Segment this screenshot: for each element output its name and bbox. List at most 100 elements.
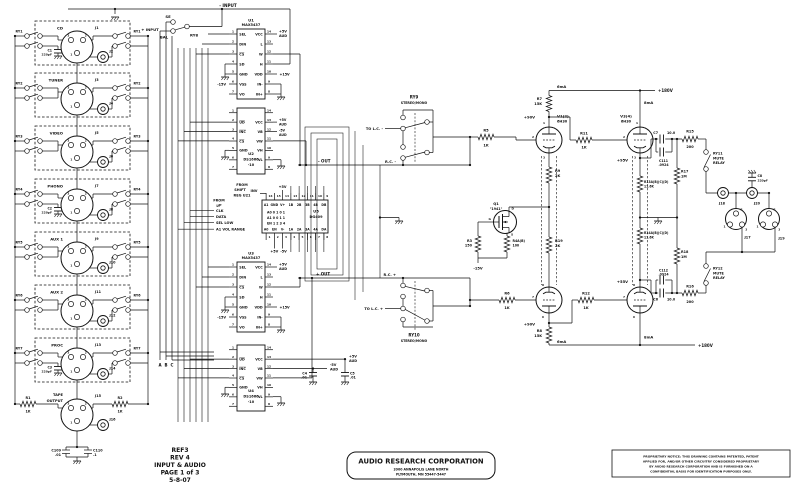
contact <box>100 212 106 218</box>
inputs-7-rlv: 1K <box>26 410 31 414</box>
contact <box>125 191 131 197</box>
wire <box>654 220 657 225</box>
inputs-1-relay: RY2 <box>15 82 22 86</box>
chips-u3-right-6-l: IN+ <box>256 325 263 329</box>
labels-tp8: 8 <box>542 283 544 287</box>
wire <box>656 220 660 225</box>
chips-u4-right-0-n: 14 <box>267 345 271 349</box>
labels-aud_u2a: AUD <box>279 122 287 126</box>
contact <box>184 23 190 30</box>
chips-u1-right-5-n: 9 <box>268 80 270 84</box>
chips-u5-top-2-n: 14 <box>285 194 289 198</box>
wire <box>277 402 280 407</box>
title_block-addr1: 3900 ANNAPOLIS LANE NORTH <box>394 468 449 472</box>
contact <box>37 307 43 313</box>
labels-inv: INV <box>251 189 258 193</box>
labels-n15_u1: -15V <box>217 83 226 87</box>
labels-v3: V3(4) <box>620 114 632 119</box>
chips-u5-part: DG409 <box>309 215 323 219</box>
labels-n5_u4: -5V <box>330 363 337 367</box>
junction-dot <box>468 135 472 139</box>
contact <box>125 307 131 313</box>
chips-u1-left-5-n: 6 <box>232 80 234 84</box>
contact <box>100 318 106 324</box>
junction-dot <box>75 445 79 449</box>
labels-p55: +55V <box>617 280 628 284</box>
chips-u2-left-5-n: 6 <box>232 156 234 160</box>
chips-u2-left-3-n: 4 <box>232 137 234 141</box>
chips-u1-left-1-l: DIN <box>239 42 246 46</box>
chips-u2-right-4-l: VH <box>257 149 263 153</box>
chips-u3-left-2-n: 3 <box>232 283 234 287</box>
inputs-0-xlr: J1 <box>94 26 99 30</box>
chips-u5-bottom-1-n: 2 <box>277 235 279 239</box>
junction-dot <box>310 276 314 280</box>
contact <box>68 354 74 360</box>
contact <box>739 221 745 228</box>
labels-ry12b: MUTE <box>713 271 724 275</box>
chips-u1-right-2-l: W <box>259 52 263 56</box>
wire <box>111 400 129 408</box>
chips-u1-left-0-l: SEL <box>239 32 247 36</box>
labels-xn1: 1 <box>70 104 72 108</box>
chips-u4-right-4-n: 10 <box>267 383 271 387</box>
labels-j19: J19 <box>778 237 786 241</box>
labels-c6: C6 <box>653 298 658 302</box>
junction-dot <box>311 367 315 370</box>
contact <box>37 43 43 49</box>
chips-u1-ref: U1 <box>248 18 254 23</box>
junction-dot <box>740 250 744 254</box>
inputs-6-relay: RY7 <box>15 347 23 351</box>
chips-u2-right-3-l: VW <box>256 139 263 143</box>
contact <box>24 360 30 366</box>
contact <box>74 418 80 424</box>
junction-dot <box>113 7 117 11</box>
rca-jack <box>97 262 109 274</box>
wire <box>223 393 227 398</box>
contact <box>125 244 131 250</box>
wire <box>113 16 117 21</box>
chips-u4-right-3-l: VW <box>256 376 263 380</box>
labels-ry11b: MUTE <box>713 156 724 160</box>
labels-r6v: 1K <box>504 306 510 310</box>
junction-dot <box>146 192 150 196</box>
doc-date: 5-8-07 <box>169 477 191 484</box>
chips-u2-right-5-n: 9 <box>268 156 270 160</box>
labels-rc_p: R.C. + <box>384 273 396 277</box>
wire <box>226 393 230 398</box>
chips-u4-left-6-n: 7 <box>232 402 234 406</box>
chip-aux: +5VAUD+15V-15V+5VAUD-5VAUD+5VAUD+15V-15V… <box>178 30 357 407</box>
inputs-1-rca: J4 <box>109 102 114 106</box>
chips-u3-right-5-n: 9 <box>268 313 270 317</box>
contact <box>170 19 176 25</box>
labels-xn2: 2 <box>741 208 743 212</box>
wire <box>221 393 224 398</box>
labels-p5_u5t: +5V <box>279 185 287 189</box>
chips-u2-right-2-n: 12 <box>267 127 271 131</box>
chips-u4-left-0-n: 1 <box>232 345 234 349</box>
chips-u5-top-6-n: 10 <box>318 194 322 198</box>
labels-c111: C111 <box>659 159 668 163</box>
labels-r17v: 1M <box>681 174 687 178</box>
junction-dot <box>146 402 150 406</box>
labels-tp8: 8 <box>633 283 635 287</box>
inputs-6-capv: 220pF <box>42 369 52 373</box>
labels-j17: J17 <box>744 236 752 240</box>
labels-qs: S <box>511 233 513 237</box>
chips-u2-right-0-n: 14 <box>267 108 271 112</box>
chips-u2-right-1-n: 13 <box>267 118 271 122</box>
labels-tp2: 2 <box>623 135 625 139</box>
labels-aud_u4a: AUD <box>349 359 357 363</box>
chips-u5-bottom-7-l: DA <box>321 228 327 232</box>
chips-u1-left-2-l: CS <box>239 52 245 56</box>
wire <box>111 16 114 21</box>
wire <box>545 166 553 184</box>
labels-xn1: 1 <box>70 52 72 56</box>
wire <box>116 93 127 98</box>
labels-xn2: 2 <box>774 208 776 212</box>
wire <box>28 31 39 36</box>
contact <box>112 350 118 356</box>
